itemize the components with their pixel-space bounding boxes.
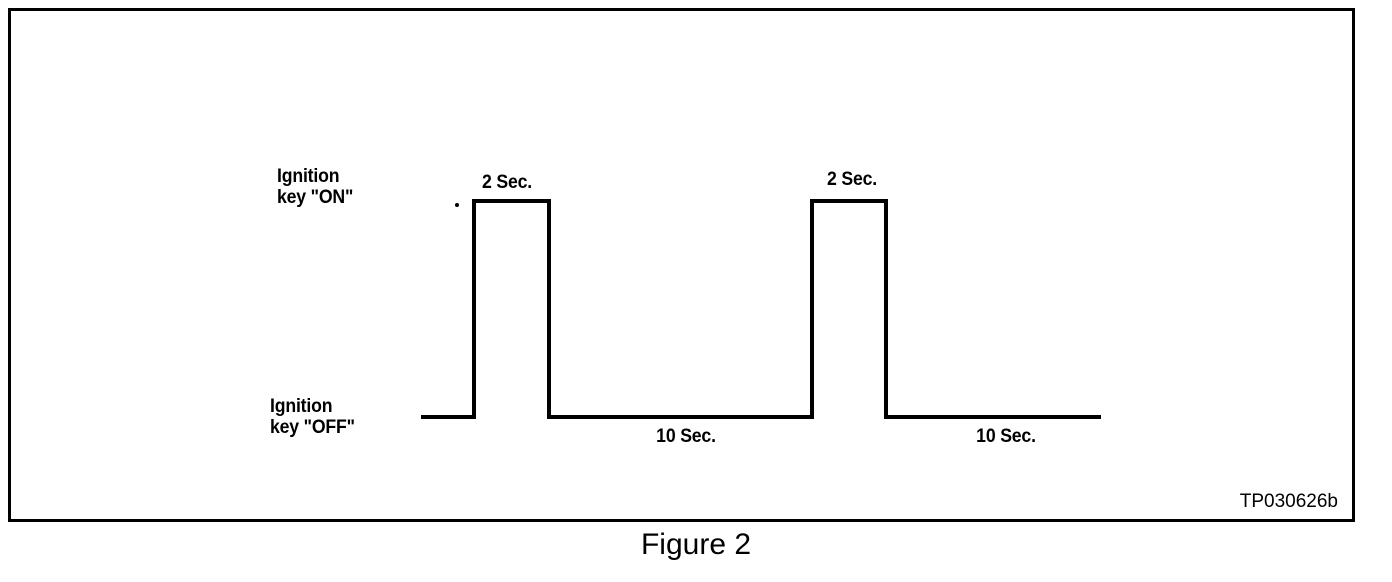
axis-label-key-off-line2: key "OFF" xyxy=(270,417,355,438)
pulse-2-duration-label: 2 Sec. xyxy=(827,169,877,190)
gap-1-duration-label: 10 Sec. xyxy=(656,426,716,447)
waveform-path xyxy=(421,199,1101,419)
print-artifact-dot xyxy=(455,203,459,207)
axis-label-key-on: Ignition key "ON" xyxy=(277,166,353,208)
ignition-key-waveform xyxy=(421,199,1101,419)
figure-caption: Figure 2 xyxy=(640,528,752,561)
gap-2-duration-label: 10 Sec. xyxy=(976,426,1036,447)
illustration-frame: Ignition key "ON" Ignition key "OFF" 2 S… xyxy=(8,8,1355,522)
drawing-reference-id: TP030626b xyxy=(1239,491,1338,512)
axis-label-key-off-line1: Ignition xyxy=(270,396,333,417)
axis-label-key-off: Ignition key "OFF" xyxy=(270,396,355,438)
frame-inner: Ignition key "ON" Ignition key "OFF" 2 S… xyxy=(11,11,1352,519)
pulse-1-duration-label: 2 Sec. xyxy=(482,172,532,193)
axis-label-key-on-line2: key "ON" xyxy=(277,187,354,208)
axis-label-key-on-line1: Ignition xyxy=(277,166,340,187)
